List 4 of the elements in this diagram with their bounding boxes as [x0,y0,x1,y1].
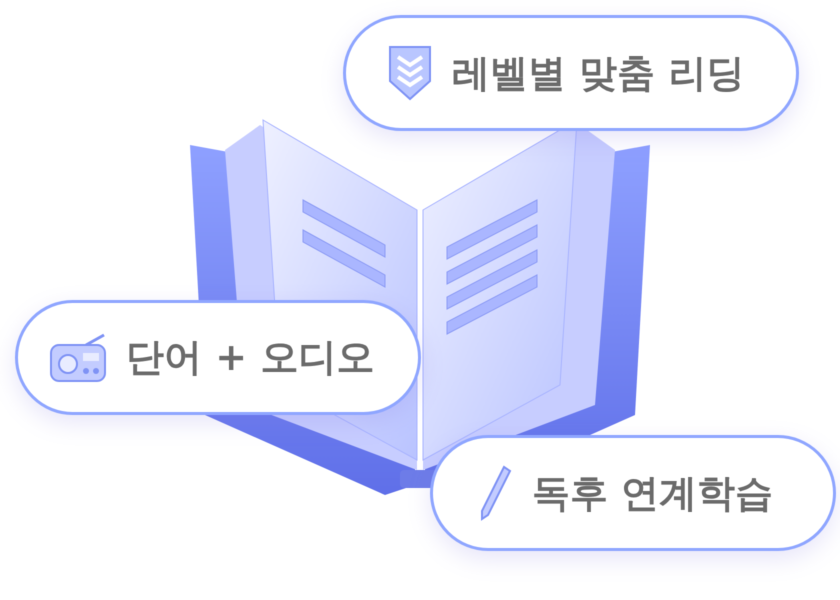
pill-label: 단어 + 오디오 [126,334,374,381]
label-pill [15,300,421,415]
pill-label: 독후 연계학습 [532,470,774,516]
pill-label: 레벨별 맞춤 리딩 [452,50,744,96]
